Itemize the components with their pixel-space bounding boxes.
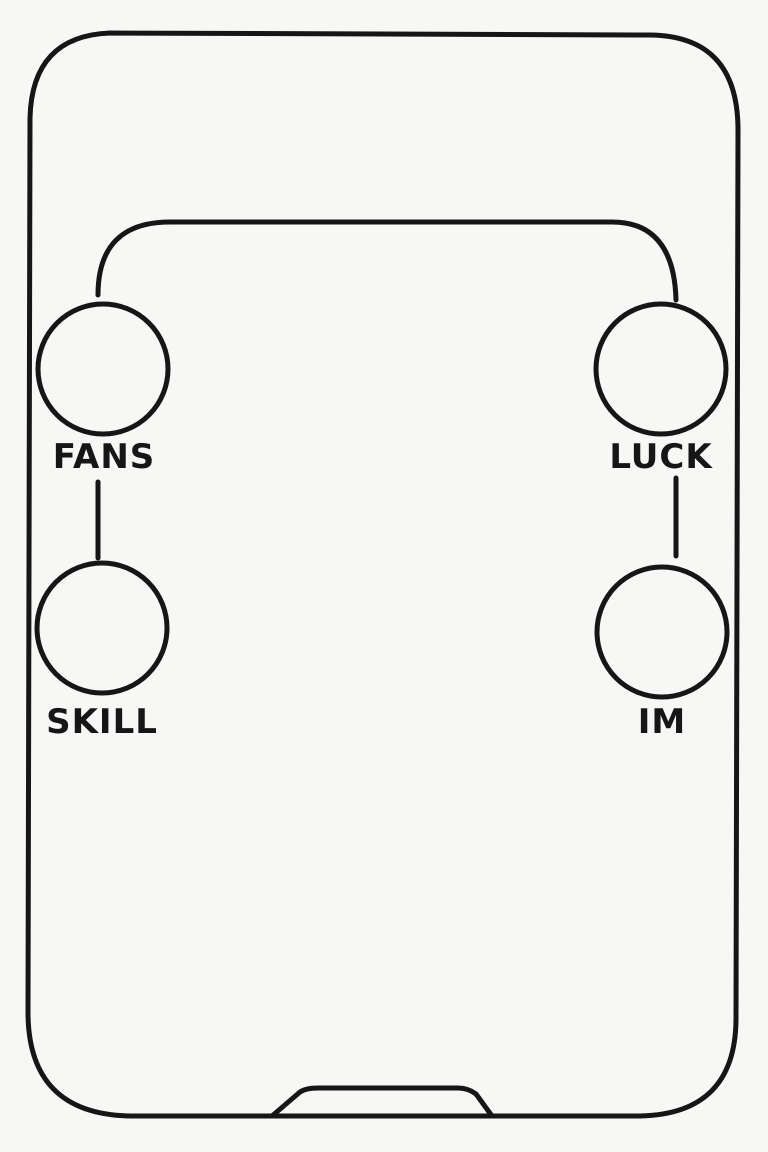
node-luck-circle: [593, 301, 729, 437]
node-fans: FANS: [35, 301, 171, 477]
node-luck: LUCK: [593, 301, 729, 477]
node-im: IM: [594, 564, 730, 742]
node-skill-label: SKILL: [46, 702, 158, 742]
bottom-tab: [269, 1085, 495, 1119]
node-fans-label: FANS: [53, 437, 156, 477]
connector-fans-luck: [95, 219, 679, 303]
node-luck-label: LUCK: [609, 437, 713, 477]
node-im-label: IM: [638, 702, 686, 742]
node-fans-circle: [35, 301, 171, 437]
card-frame: [25, 30, 741, 1119]
node-skill: SKILL: [34, 560, 170, 742]
node-skill-circle: [34, 560, 170, 696]
node-im-circle: [594, 564, 730, 700]
